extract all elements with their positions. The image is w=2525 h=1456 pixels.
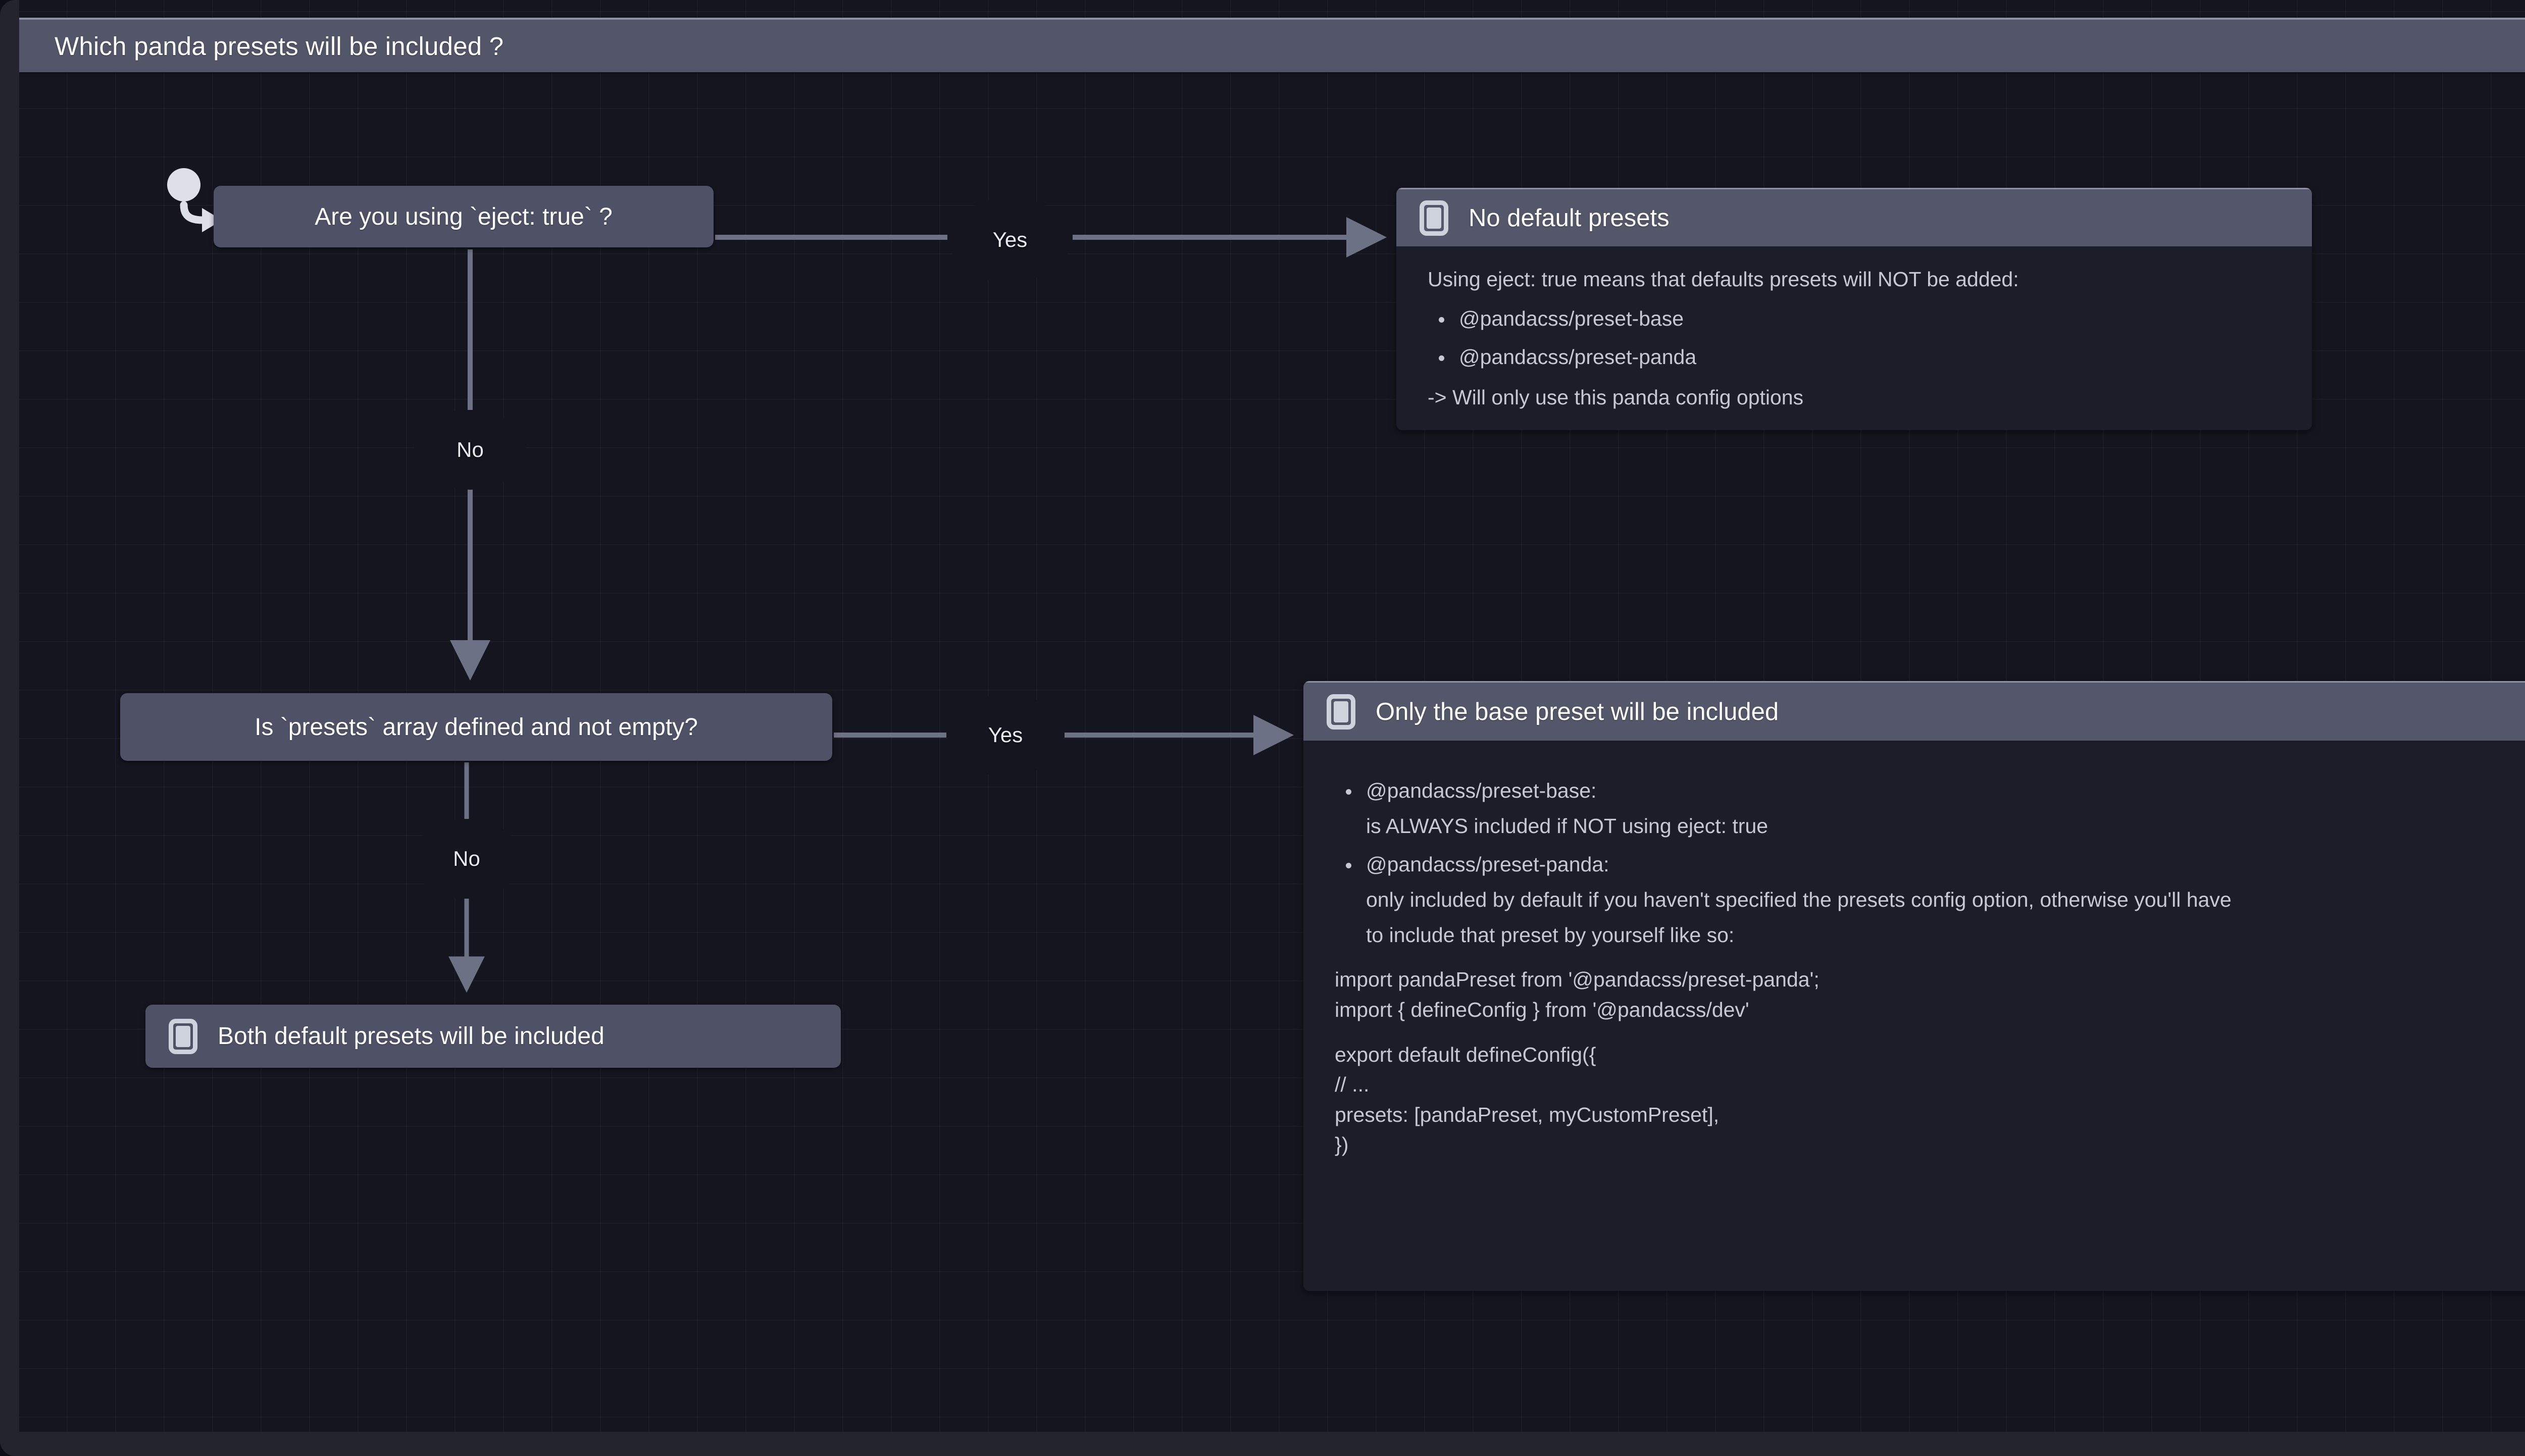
callout-header: Only the base preset will be included bbox=[1303, 681, 2525, 741]
preset-desc-line-2: to include that preset by yourself like … bbox=[1366, 923, 1735, 947]
preset-name: @pandacss/preset-base: bbox=[1366, 779, 1597, 802]
preset-desc: is ALWAYS included if NOT using eject: t… bbox=[1366, 814, 1769, 838]
edge-label-text: No bbox=[457, 438, 484, 461]
note-icon bbox=[169, 1018, 197, 1054]
diagram-header-bar: Which panda presets will be included ? bbox=[19, 18, 2525, 72]
preset-desc-line-1: only included by default if you haven't … bbox=[1366, 888, 2232, 912]
list-item: @pandacss/preset-base: is ALWAYS include… bbox=[1335, 778, 2525, 839]
code-line: export default defineConfig({ bbox=[1335, 1043, 1596, 1066]
code-blank-line bbox=[1335, 1025, 2525, 1040]
node-is-presets-array-defined[interactable]: Is `presets` array defined and not empty… bbox=[120, 693, 832, 761]
code-line: }) bbox=[1335, 1133, 1349, 1157]
flow-canvas[interactable]: Which panda presets will be included ? A… bbox=[19, 0, 2525, 1432]
callout-body: Using eject: true means that defaults pr… bbox=[1396, 246, 2312, 431]
page-title: Which panda presets will be included ? bbox=[55, 31, 504, 61]
preset-name: @pandacss/preset-panda: bbox=[1366, 853, 1609, 876]
callout-body: @pandacss/preset-base: is ALWAYS include… bbox=[1303, 741, 2525, 1291]
edge-label-yes-presets: Yes bbox=[947, 694, 1064, 776]
edge-label-text: Yes bbox=[992, 228, 1028, 251]
code-line: // ... bbox=[1335, 1073, 1370, 1097]
start-arrow-marker bbox=[167, 168, 222, 232]
node-label: Both default presets will be included bbox=[218, 1023, 604, 1050]
node-label: Are you using `eject: true` ? bbox=[315, 203, 613, 230]
edge-label-yes-eject: Yes bbox=[949, 197, 1071, 282]
code-line: presets: [pandaPreset, myCustomPreset], bbox=[1335, 1103, 1720, 1126]
callout-intro-text: Using eject: true means that defaults pr… bbox=[1428, 268, 2019, 291]
list-item: @pandacss/preset-panda bbox=[1428, 344, 2283, 370]
code-line: import pandaPreset from '@pandacss/prese… bbox=[1335, 968, 1820, 992]
callout-no-default-presets[interactable]: No default presets Using eject: true mea… bbox=[1396, 188, 2312, 431]
node-both-default-presets[interactable]: Both default presets will be included bbox=[145, 1005, 841, 1068]
node-are-you-using-eject[interactable]: Are you using `eject: true` ? bbox=[214, 186, 714, 247]
callout-only-base-preset[interactable]: Only the base preset will be included @p… bbox=[1303, 681, 2525, 1291]
edge-label-no-eject: No bbox=[414, 410, 526, 490]
preset-detail-list: @pandacss/preset-base: is ALWAYS include… bbox=[1335, 778, 2525, 948]
edge-label-text: No bbox=[453, 847, 480, 870]
callout-title: No default presets bbox=[1469, 204, 1670, 232]
code-line: import { defineConfig } from '@pandacss/… bbox=[1335, 998, 1749, 1021]
list-item: @pandacss/preset-panda: only included by… bbox=[1335, 852, 2525, 948]
code-block: import pandaPreset from '@pandacss/prese… bbox=[1335, 965, 2525, 1160]
note-icon bbox=[1420, 200, 1448, 236]
edge-label-text: Yes bbox=[988, 723, 1023, 747]
callout-outro-text: -> Will only use this panda config optio… bbox=[1428, 386, 1804, 409]
node-label: Is `presets` array defined and not empty… bbox=[255, 713, 698, 741]
note-icon bbox=[1327, 694, 1355, 730]
callout-header: No default presets bbox=[1396, 188, 2312, 246]
edge-label-no-presets: No bbox=[412, 819, 521, 899]
preset-list: @pandacss/preset-base @pandacss/preset-p… bbox=[1428, 306, 2283, 370]
list-item: @pandacss/preset-base bbox=[1428, 306, 2283, 331]
callout-title: Only the base preset will be included bbox=[1376, 698, 1779, 725]
